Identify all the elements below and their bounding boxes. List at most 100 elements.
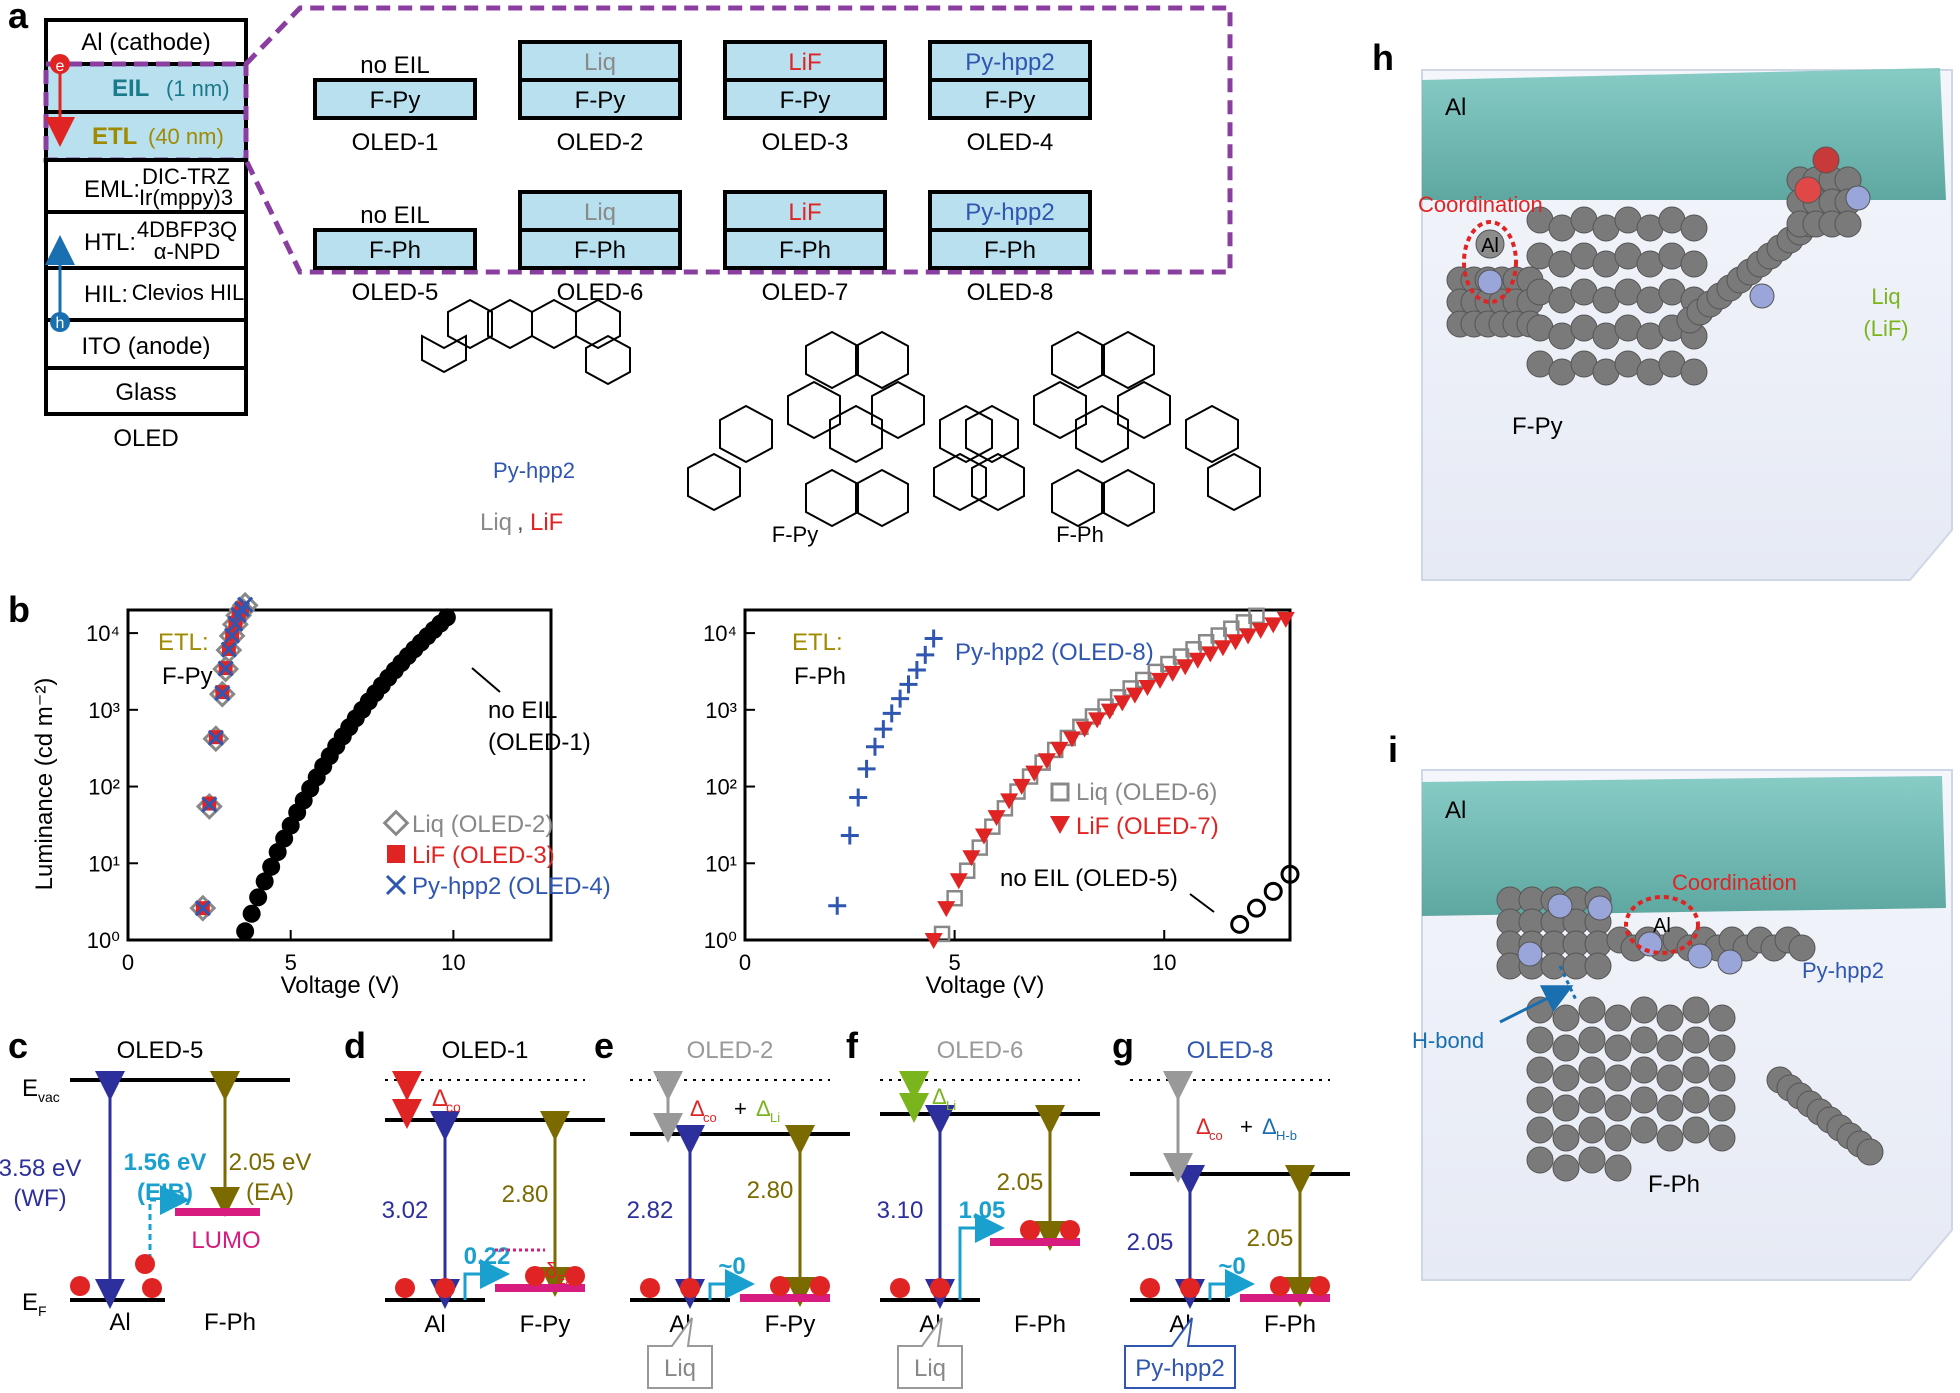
dea-sub-d: EA <box>557 1272 575 1287</box>
layer-htl: HTL: <box>84 229 136 256</box>
coord-ring-h <box>1462 220 1518 304</box>
atom <box>1578 1146 1606 1174</box>
atom <box>1682 1026 1710 1054</box>
atom <box>1526 1116 1554 1144</box>
title-c: OLED-5 <box>117 1037 204 1064</box>
device-name: OLED-3 <box>762 129 849 156</box>
data-point <box>974 828 993 845</box>
no-eil-leader <box>1189 893 1215 913</box>
data-point <box>924 629 943 648</box>
data-point <box>1280 864 1300 884</box>
electron-marker <box>640 1278 660 1298</box>
molecule-render-h <box>1446 146 1871 386</box>
data-point <box>1230 914 1250 934</box>
right-g: F-Ph <box>1264 1311 1316 1338</box>
stack-caption: OLED <box>113 425 178 452</box>
atom <box>1682 1086 1710 1114</box>
x-tick-label: 5 <box>948 950 960 975</box>
atom <box>1680 214 1708 242</box>
atom <box>1578 996 1606 1024</box>
data-point <box>1138 680 1157 697</box>
liq-label: Liq <box>480 509 512 536</box>
no-eil-annot-2: (OLED-1) <box>488 729 591 756</box>
panel-label-h: h <box>1372 37 1394 78</box>
chart0-etl-label: ETL: <box>158 629 209 656</box>
atom <box>1856 1138 1884 1166</box>
data-point <box>891 689 910 708</box>
data-point <box>987 810 1006 827</box>
chart1-xlabel: Voltage (V) <box>926 972 1045 999</box>
wf-value: 3.58 eV <box>0 1155 81 1182</box>
title-d: OLED-1 <box>442 1037 529 1064</box>
zoom-frame <box>243 5 1233 275</box>
data-point <box>255 872 274 891</box>
data-point <box>828 896 847 915</box>
atom <box>1682 996 1710 1024</box>
callout-g <box>1124 1317 1236 1389</box>
electron-marker <box>1310 1276 1330 1296</box>
device-etl-layer <box>928 78 1092 120</box>
electron-marker <box>810 1276 830 1296</box>
legend-label: Py-hpp2 (OLED-4) <box>412 873 611 900</box>
data-point <box>1163 665 1182 682</box>
panel-label-f: f <box>846 1025 859 1066</box>
electron-marker <box>70 1276 90 1296</box>
device-etl-label: F-Py <box>780 87 831 114</box>
barrier-arrow-f <box>958 1213 1005 1300</box>
atom <box>1845 185 1871 211</box>
ef-label: E <box>22 1289 38 1316</box>
panel-label-e: e <box>594 1025 614 1066</box>
atom <box>1578 1056 1606 1084</box>
panel-label-g: g <box>1112 1025 1134 1066</box>
data-point <box>1251 622 1270 639</box>
electron-marker <box>395 1278 415 1298</box>
device-etl-label: F-Ph <box>369 237 421 264</box>
electron-marker <box>770 1276 790 1296</box>
eib-name: (EIB) <box>137 1179 193 1206</box>
atom <box>1552 1094 1580 1122</box>
plot-frame <box>743 608 1292 942</box>
atom <box>1717 949 1743 975</box>
data-point <box>1012 778 1031 795</box>
data-point <box>201 796 218 813</box>
data-point <box>924 933 943 949</box>
pyhpp2-sim-label: Py-hpp2 <box>1802 958 1884 983</box>
atom <box>1587 895 1613 921</box>
electron-marker <box>142 1278 162 1298</box>
layer-eil: EIL <box>112 75 149 102</box>
y-tick-label: 10² <box>88 775 120 800</box>
data-point <box>1201 646 1220 663</box>
py-hpp2-structure <box>421 298 631 386</box>
oled-stack: Al (cathode) EIL (1 nm) ETL (40 nm) EML:… <box>43 18 249 452</box>
electron-marker <box>680 1278 700 1298</box>
fpy-label: F-Py <box>772 522 818 547</box>
plus-g: + <box>1240 1114 1253 1139</box>
atom <box>1578 1116 1606 1144</box>
data-point <box>1263 881 1283 901</box>
data-point <box>220 641 237 658</box>
atom <box>1630 1086 1658 1114</box>
atom <box>1656 1064 1684 1092</box>
simulation-i: Al Coordination Al Py-hpp2 H-bond F-Ph <box>1412 769 1953 1281</box>
hole-marker <box>50 312 70 332</box>
data-point <box>849 788 868 807</box>
hbond-label: H-bond <box>1412 1028 1484 1053</box>
device-eil-layer <box>518 40 682 82</box>
data-point <box>916 645 935 664</box>
data-point <box>882 704 901 723</box>
legend-label: LiF (OLED-3) <box>412 842 555 869</box>
lif-label: LiF <box>530 509 563 536</box>
barrier-arrow-e <box>708 1269 755 1300</box>
atom <box>1656 1004 1684 1032</box>
dli-sub-f: Li <box>946 1098 956 1113</box>
atom <box>1526 1026 1554 1054</box>
x-tick-label: 5 <box>285 950 297 975</box>
device-etl-label: F-Ph <box>984 237 1036 264</box>
dco-sub-e: co <box>703 1110 717 1125</box>
ea-value-e: 2.80 <box>747 1177 794 1204</box>
device-grid: no EILF-PyOLED-1LiqF-PyOLED-2LiFF-PyOLED… <box>313 40 1092 306</box>
device-eil-label: no EIL <box>360 52 429 79</box>
data-point <box>984 818 1001 835</box>
atom <box>1682 1056 1710 1084</box>
